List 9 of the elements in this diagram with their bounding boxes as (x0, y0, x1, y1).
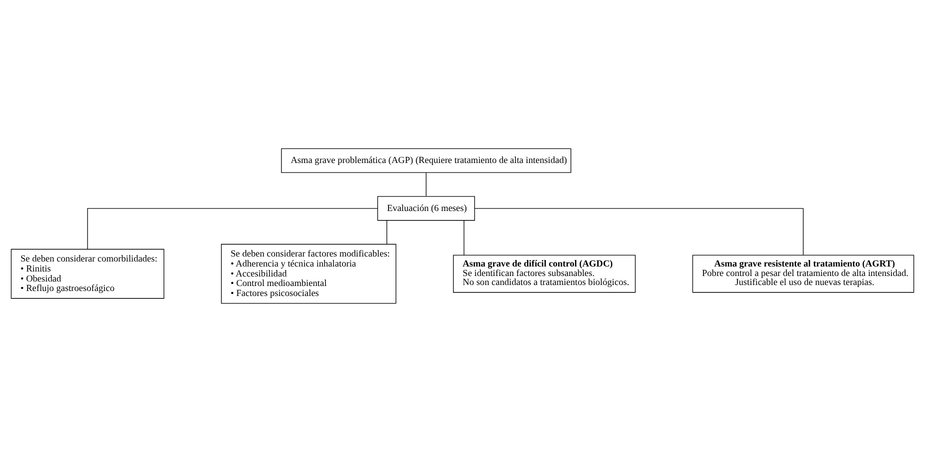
connector (474, 208, 804, 255)
node-box: Se deben considerar comorbilidades: • Rinitis • Obesidad • Reflujo gastroesofágico (10, 248, 164, 298)
connector (87, 208, 378, 249)
node-box: Asma grave problemática (AGP) (Requiere tratamiento de alta intensidad) (281, 148, 572, 172)
node-box: Evaluación (6 meses) (377, 196, 475, 220)
node-box: Asma grave de difícil control (AGDC) Se identifican factores subsanables. No son candidatos a tratamientos biológicos. (453, 254, 636, 292)
node-box: Se deben considerar factores modificables: • Adherencia y técnica inhalatoria • Accesibilidad • Control medioambiental • Factores psicosociales (221, 243, 396, 304)
node-box: Asma grave resistente al tratamiento (AGRT) Pobre control a pesar del tratamiento de alta intensidad. Justificable el uso de nuevas terapias. (692, 254, 914, 292)
connector (386, 220, 388, 244)
